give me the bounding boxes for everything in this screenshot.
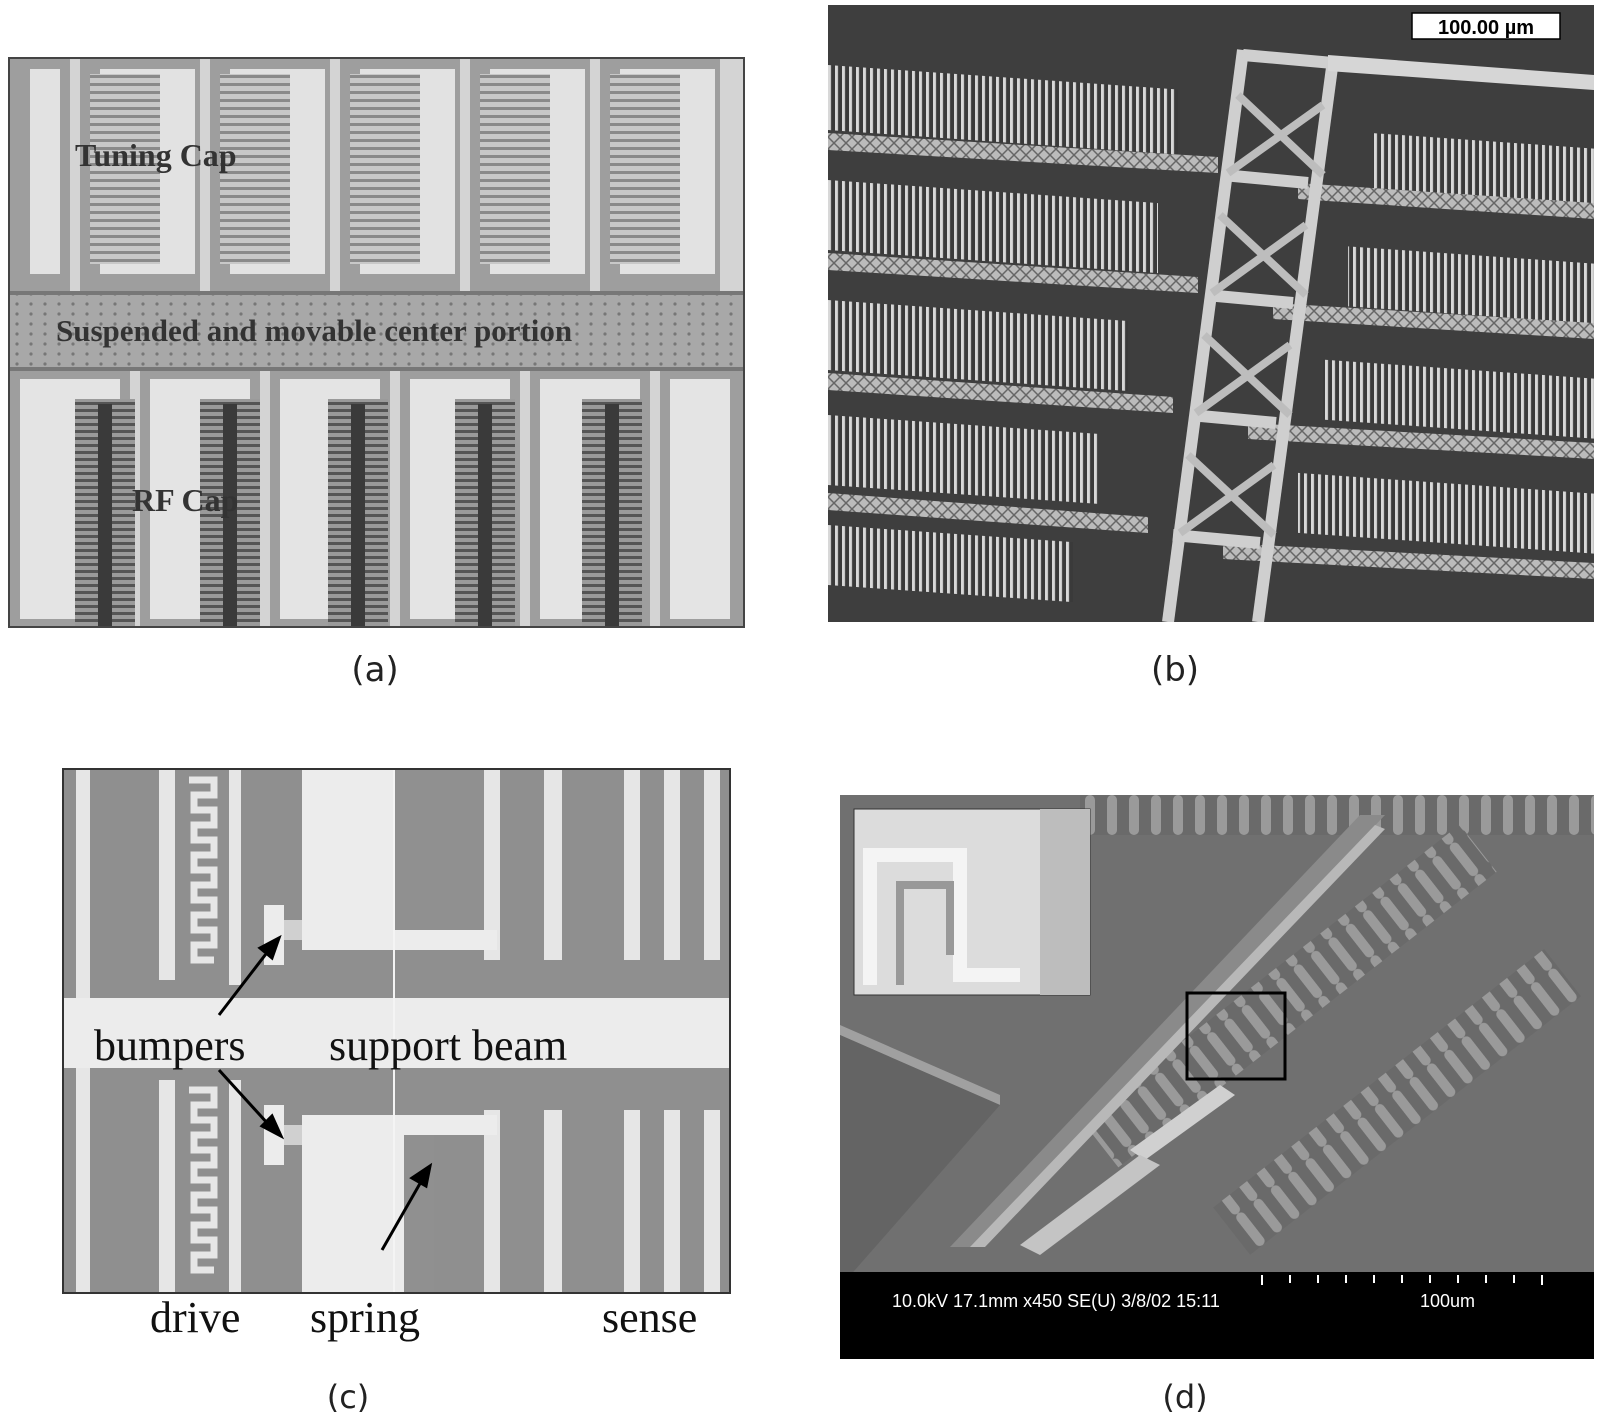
panel-c-image: bumpers support beam [64, 770, 729, 1292]
label-spring: spring [310, 1293, 420, 1342]
caption-a: (a) [351, 650, 399, 690]
panel-d-sem: 10.0kV 17.1mm x450 SE(U) 3/8/02 15:11 10… [840, 795, 1594, 1359]
label-drive: drive [150, 1293, 241, 1342]
label-tuning-cap: Tuning Cap [75, 137, 237, 173]
caption-b: (b) [1150, 650, 1200, 690]
panel-a-micrograph: Tuning Cap Suspended and movable center … [8, 57, 745, 628]
scale-bar-label: 100.00 µm [1438, 17, 1534, 39]
panel-a-image: Tuning Cap Suspended and movable center … [10, 59, 743, 626]
label-bumpers: bumpers [94, 1021, 246, 1070]
caption-d: (d) [1162, 1378, 1208, 1416]
panel-d-image: 10.0kV 17.1mm x450 SE(U) 3/8/02 15:11 10… [840, 795, 1594, 1359]
panel-c-micrograph: bumpers support beam [62, 768, 731, 1294]
panel-b-sem: 100.00 µm [828, 5, 1594, 622]
caption-c: (c) [326, 1378, 370, 1416]
label-center-portion: Suspended and movable center portion [56, 313, 572, 348]
sem-info-text: 10.0kV 17.1mm x450 SE(U) 3/8/02 15:11 [892, 1291, 1220, 1311]
label-rf-cap: RF Cap [132, 482, 238, 518]
label-sense: sense [602, 1293, 698, 1342]
sem-scale-text: 100um [1420, 1291, 1475, 1311]
label-support-beam: support beam [329, 1021, 567, 1070]
panel-b-image: 100.00 µm [828, 5, 1594, 622]
